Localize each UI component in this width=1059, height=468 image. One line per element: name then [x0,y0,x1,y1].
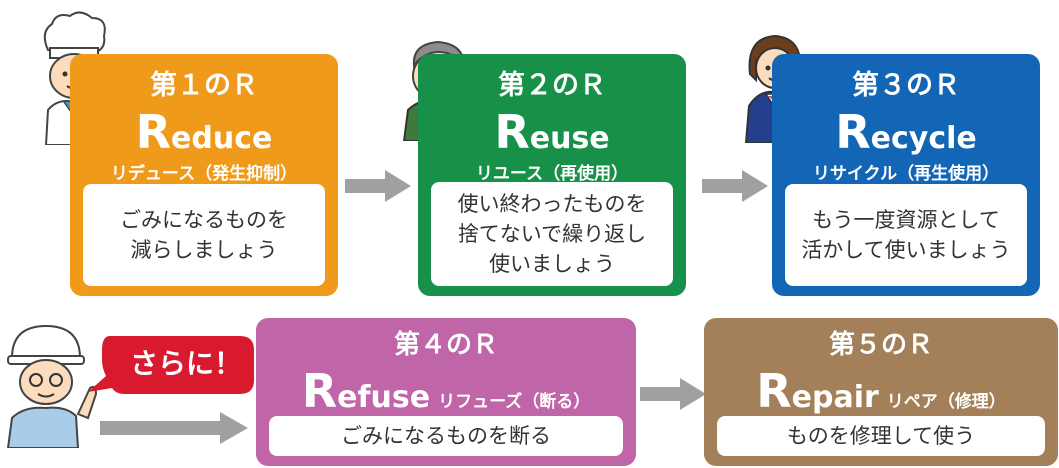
card-kana: リユース（再使用） [475,164,629,184]
card-ordinal: 第５のＲ [828,330,933,360]
card-kana: リサイクル（再生使用） [812,164,1000,184]
card-description: 使い終わったものを 捨てないで繰り返し 使いましょう [431,182,673,286]
card-description: ごみになるものを断る [269,416,623,456]
card-description: ごみになるものを 減らしましょう [83,184,325,286]
card-kana: リフューズ（断る） [438,392,591,412]
card-description: もう一度資源として 活かして使いましょう [785,184,1027,286]
card-ordinal: 第１のＲ [150,70,258,101]
card-ordinal: 第２のＲ [498,70,606,101]
arrow-right-icon [345,170,411,202]
card-name: Reduce [135,105,273,159]
card-name: Reuse [494,105,610,159]
card-name: Refuse [301,364,431,418]
arrow-right-icon [100,412,248,444]
card-description: ものを修理して使う [717,416,1045,456]
speech-bubble-icon [88,336,254,394]
card-kana: リデュース（発生抑制） [110,164,298,184]
callout-text: さらに！ [129,347,242,380]
repair-card: 第５のＲ Repair リペア（修理） ものを修理して使う [704,318,1058,466]
card-name: Recycle [835,105,977,159]
reuse-card: 第２のＲ Reuse リユース（再使用） 使い終わったものを 捨てないで繰り返し… [418,54,686,296]
arrow-right-icon [640,378,706,410]
card-kana: リペア（修理） [886,392,1006,412]
refuse-card: 第４のＲ Refuse リフューズ（断る） ごみになるものを断る [256,318,636,466]
card-ordinal: 第４のＲ [393,330,498,360]
recycle-card: 第３のＲ Recycle リサイクル（再生使用） もう一度資源として 活かして使… [772,54,1040,296]
arrow-right-icon [702,170,768,202]
worker-icon [6,324,98,448]
reduce-card: 第１のＲ Reduce リデュース（発生抑制） ごみになるものを 減らしましょう [70,54,338,296]
card-name: Repair [756,364,879,418]
card-ordinal: 第３のＲ [852,70,960,101]
